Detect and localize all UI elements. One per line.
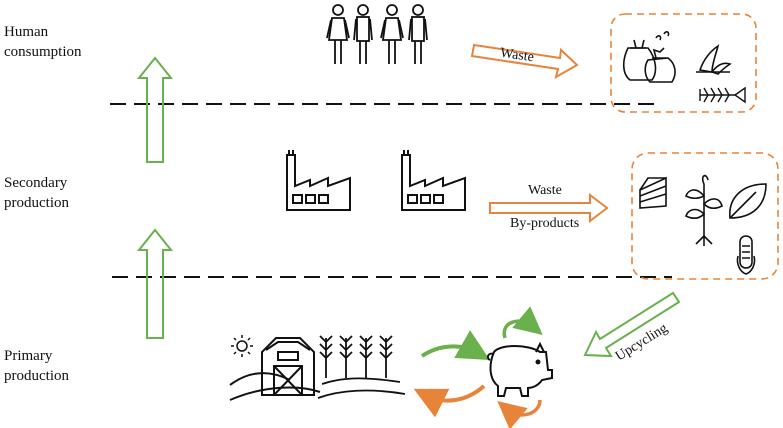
waste-box-middle [631,152,779,280]
banana-peel-icon [696,44,732,75]
label-human-consumption: Human consumption [4,24,82,60]
label-secondary-production: Secondary production [4,175,69,211]
plant-icon [685,174,723,246]
barn-icon [261,337,315,396]
leaf-icon [729,183,767,219]
food-waste-bags-icon [622,31,676,83]
waste-box-top [610,13,757,113]
up-arrow-bottom [136,228,174,339]
factory-icon [286,150,351,211]
byproducts-label: By-products [510,216,580,231]
cycle-arrow-green [420,330,490,360]
pig-loop-arrow-orange [497,399,542,428]
cake-icon [639,176,667,209]
corn-icon [736,235,756,275]
cycle-arrow-orange [413,384,486,418]
upcycling-arrow [583,291,681,358]
pig-icon [486,341,553,397]
waste-arrow-top [470,43,579,80]
people-icon [326,4,428,64]
label-primary-production: Primary production [4,348,69,384]
waste-label-middle: Waste [528,183,562,198]
wheat-icon [317,335,406,399]
fish-bone-icon [699,86,746,104]
waste-arrow-middle [489,192,609,224]
up-arrow-top [136,56,174,163]
pig-loop-arrow-green [502,306,543,339]
sun-icon [231,335,253,357]
factory-icon-2 [401,150,466,211]
